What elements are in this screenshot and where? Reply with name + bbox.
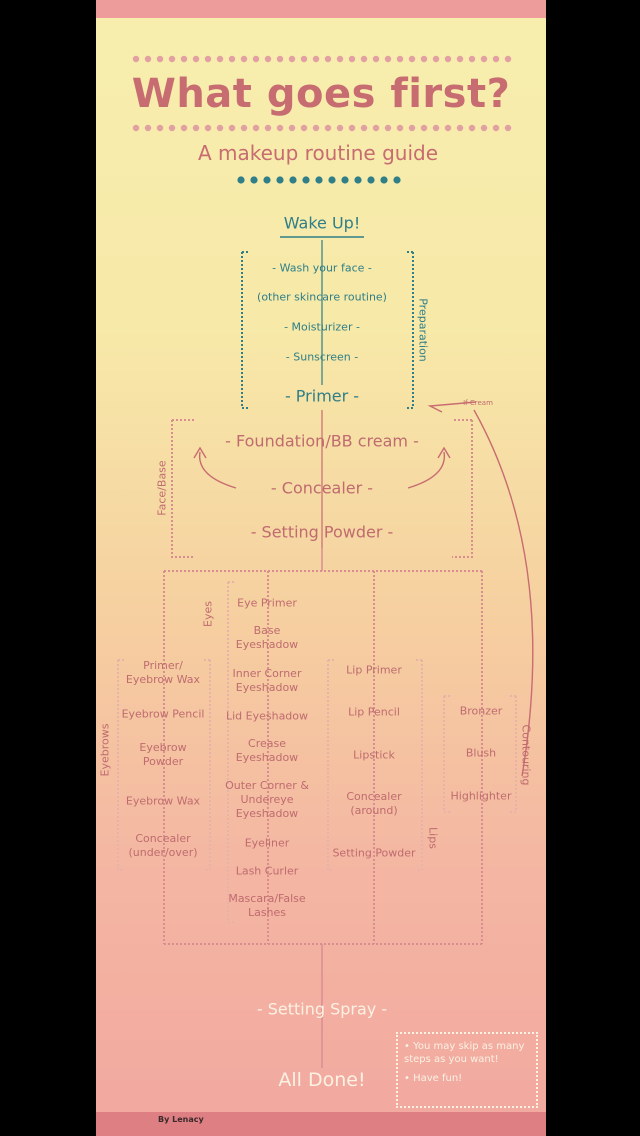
end-node: All Done! <box>278 1069 366 1091</box>
preparation-label: Preparation <box>416 298 430 362</box>
lips-step-lipstick: Lipstick <box>353 748 395 762</box>
infographic-poster: What goes first? A makeup routine guide … <box>96 0 546 1136</box>
eyebrows-step-wax: Eyebrow Wax <box>125 794 201 808</box>
lips-label: Lips <box>426 827 440 849</box>
contouring-label: Contouring <box>519 724 533 786</box>
prep-step-moisturizer: - Moisturizer - <box>284 320 360 334</box>
page-subtitle: A makeup routine guide <box>197 141 439 165</box>
top-band <box>96 0 546 18</box>
face-base-label: Face/Base <box>155 460 169 516</box>
setting-spray-step: - Setting Spray - <box>256 999 388 1019</box>
eyes-step-lid: Lid Eyeshadow <box>225 709 309 723</box>
tips-note: • You may skip as many steps as you want… <box>396 1032 538 1108</box>
face-step-foundation: - Foundation/BB cream - <box>225 431 419 451</box>
tip-skip-steps: • You may skip as many steps as you want… <box>404 1041 525 1065</box>
prep-step-primer: - Primer - <box>284 386 360 406</box>
if-cream-label: If Cream <box>463 399 493 407</box>
eyes-step-primer: Eye Primer <box>237 596 297 610</box>
contour-step-blush: Blush <box>465 746 497 760</box>
eyes-step-inner-corner: Inner Corner Eyeshadow <box>232 667 302 694</box>
eyebrows-step-concealer: Concealer (under/over) <box>128 832 198 859</box>
prep-step-sunscreen: - Sunscreen - <box>285 350 359 364</box>
prep-step-skincare: (other skincare routine) <box>257 290 387 304</box>
subtitle-dots <box>237 176 401 184</box>
page-title: What goes first? <box>131 71 511 117</box>
contour-step-highlighter: Highlighter <box>450 789 512 803</box>
bottom-band <box>96 1112 546 1136</box>
lips-step-concealer: Concealer (around) <box>346 790 402 817</box>
eyebrows-step-primer-wax: Primer/ Eyebrow Wax <box>125 659 201 686</box>
flowchart-lines <box>117 55 534 1068</box>
eyes-step-eyeliner: Eyeliner <box>244 836 290 850</box>
eyes-step-lash-curler: Lash Curler <box>235 864 299 878</box>
eyebrows-label: Eyebrows <box>98 723 112 777</box>
title-dots-bottom <box>132 124 512 132</box>
title-dots-top <box>132 55 512 63</box>
lips-step-setting-powder: Setting Powder <box>332 846 416 860</box>
prep-step-wash-face: - Wash your face - <box>272 261 372 275</box>
lips-step-primer: Lip Primer <box>346 663 402 677</box>
tip-have-fun: • Have fun! <box>404 1073 463 1084</box>
eyes-step-crease: Crease Eyeshadow <box>235 737 299 764</box>
eyes-step-outer-corner: Outer Corner & Undereye Eyeshadow <box>225 779 309 820</box>
eyes-step-base: Base Eyeshadow <box>235 624 299 651</box>
face-step-setting-powder: - Setting Powder - <box>250 522 394 542</box>
bullet-icon: • <box>404 1041 410 1052</box>
lips-step-pencil: Lip Pencil <box>348 705 400 719</box>
contour-step-bronzer: Bronzer <box>459 704 503 718</box>
eyebrows-step-powder: Eyebrow Powder <box>139 741 187 768</box>
eyebrows-step-pencil: Eyebrow Pencil <box>121 707 205 721</box>
author-credit: By Lenacy <box>158 1115 204 1124</box>
face-step-concealer: - Concealer - <box>270 478 374 498</box>
bullet-icon: • <box>404 1073 410 1084</box>
eyes-label: Eyes <box>201 601 215 627</box>
start-node: Wake Up! <box>283 213 361 233</box>
eyes-step-mascara: Mascara/False Lashes <box>228 892 306 919</box>
